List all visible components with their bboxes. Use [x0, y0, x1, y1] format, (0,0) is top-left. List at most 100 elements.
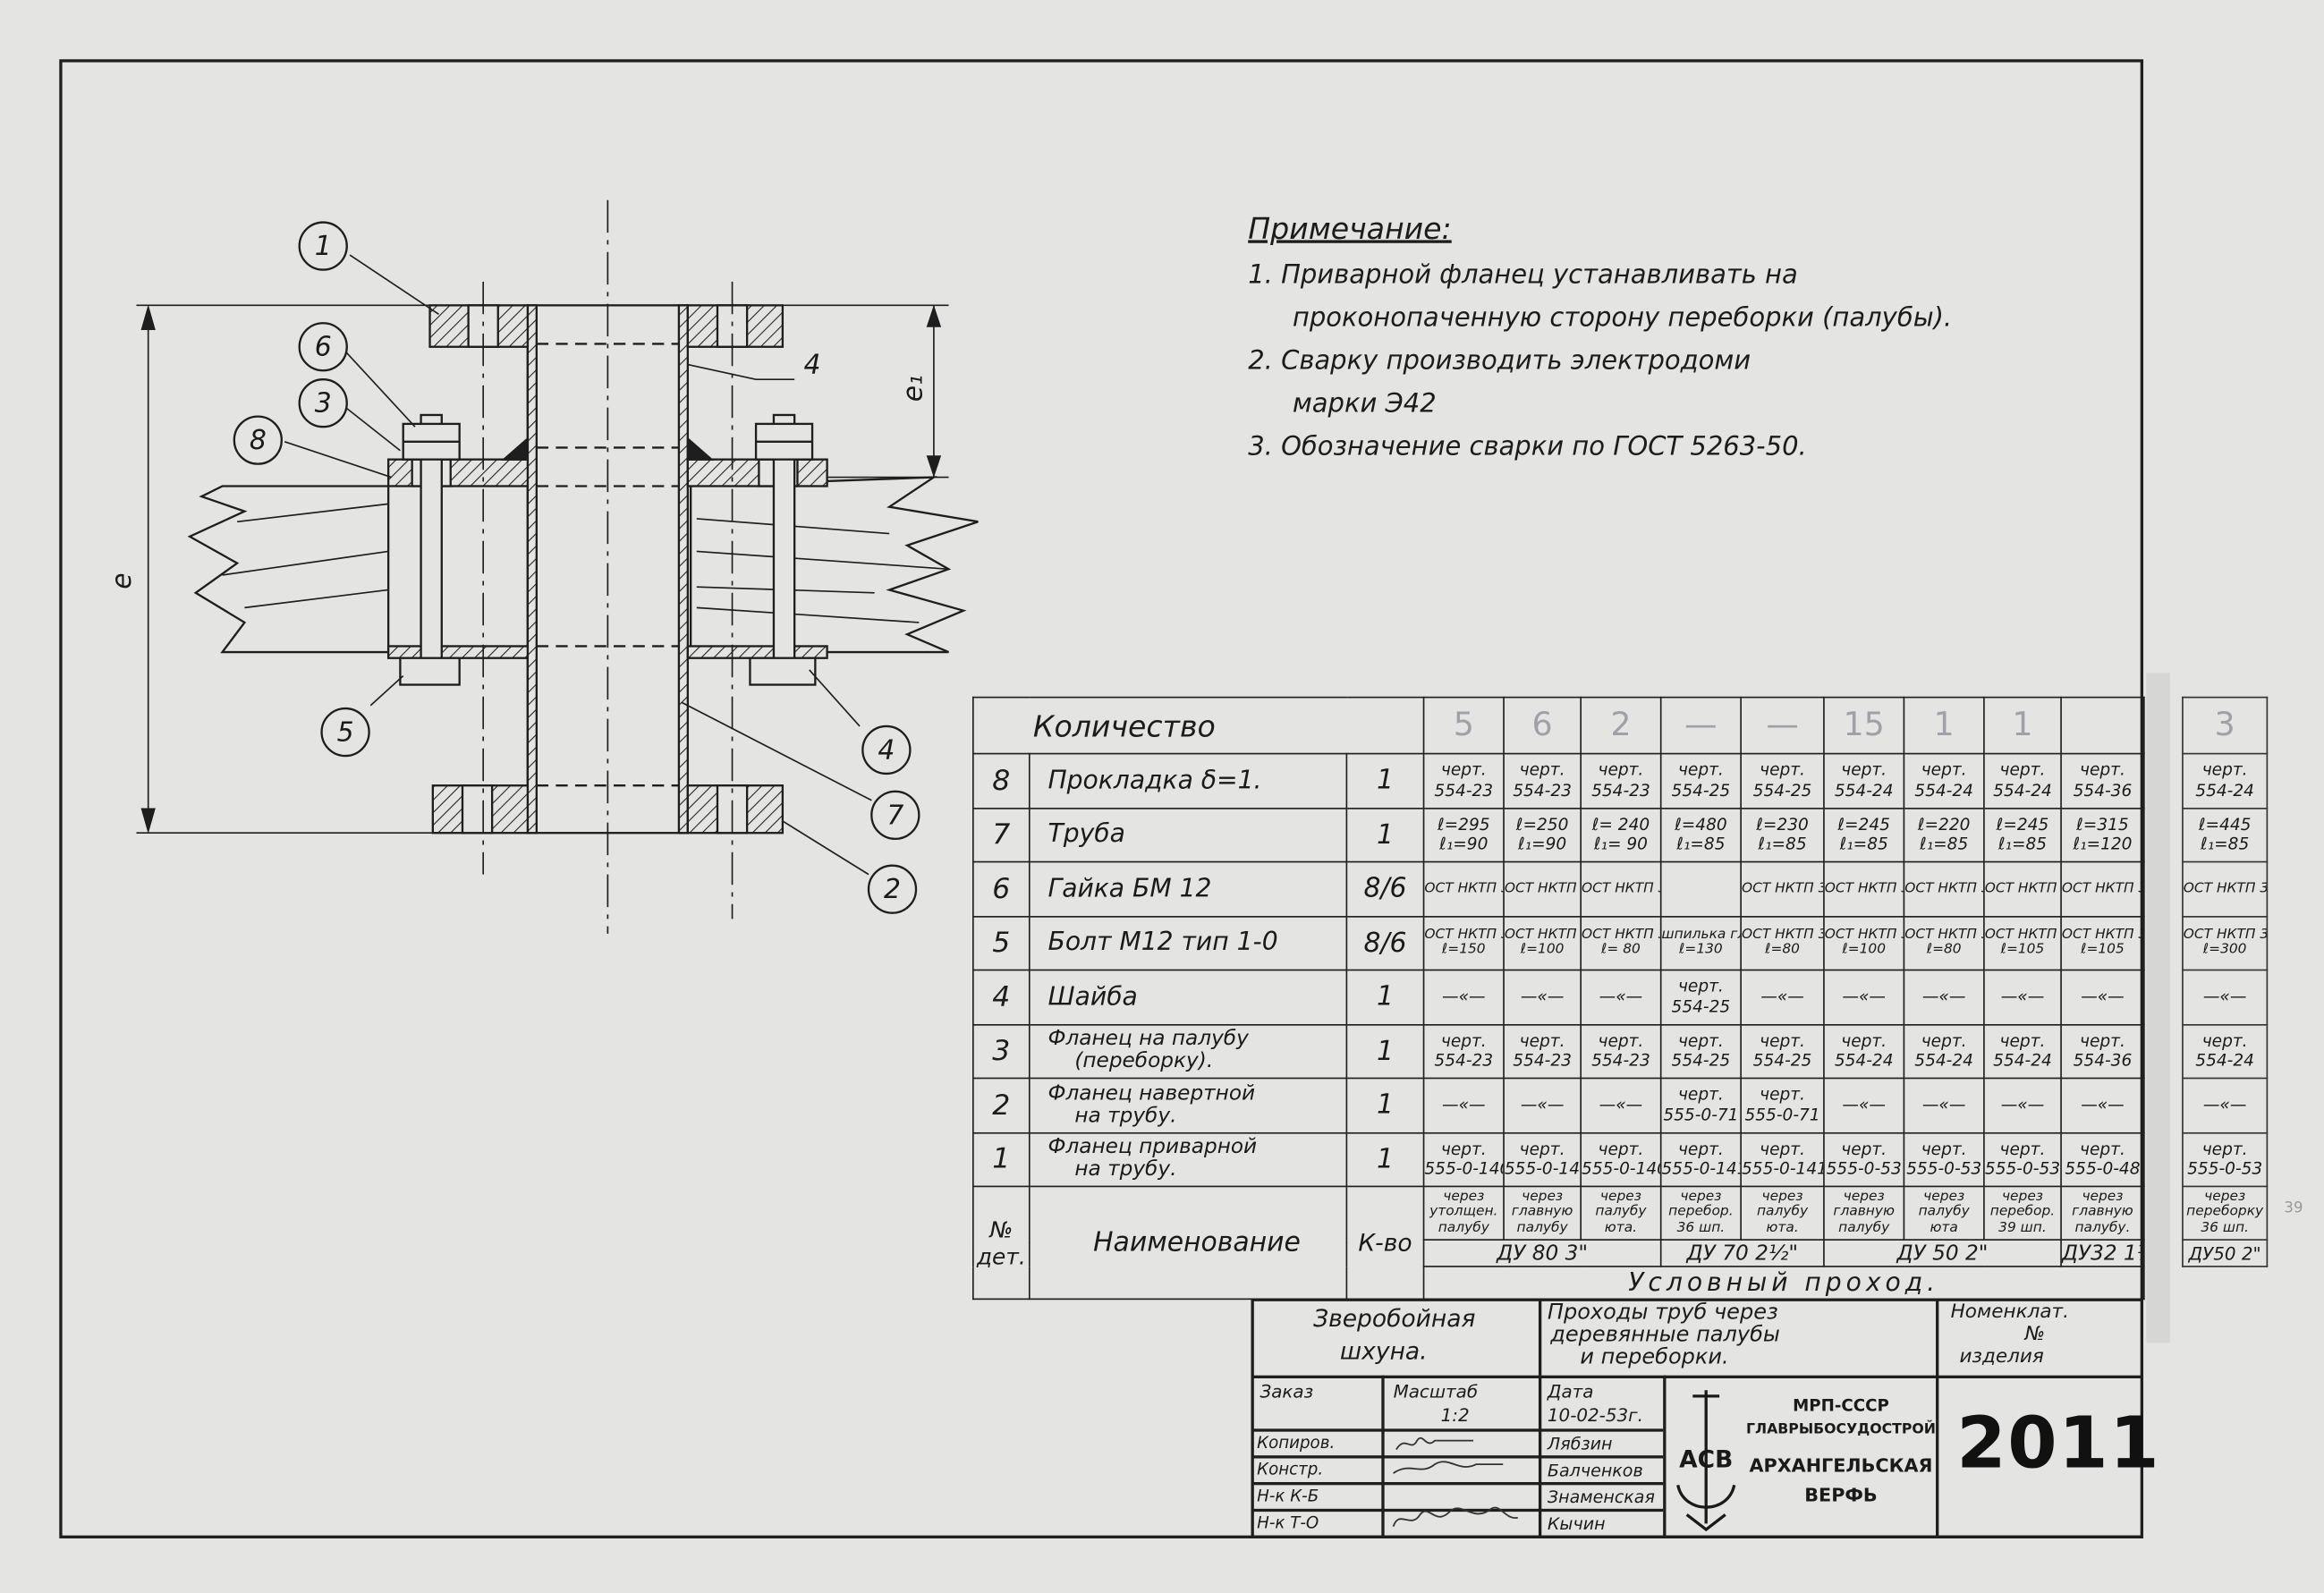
variant-cell: черт.554-24: [1903, 1023, 1985, 1080]
note-line-3: 2. Сварку производить электродоми: [1248, 346, 1751, 377]
cell-line: ℓ₁=85: [1758, 835, 1807, 854]
cell-line: ℓ= 80: [1601, 941, 1641, 958]
cell-line: черт.: [1598, 1030, 1644, 1051]
variant-cell: черт.554-23: [1580, 752, 1662, 809]
cell-line: ℓ=445: [2198, 814, 2252, 835]
quantity-value: [2060, 696, 2145, 755]
wood-deck-section: [187, 485, 390, 654]
variant-cell: черт.554-23: [1422, 752, 1505, 809]
title-line-3: и переборки.: [1580, 1345, 1729, 1370]
variant-cell: черт.555-0-140: [1580, 1131, 1662, 1188]
variant-cell: черт.555-0-71: [1740, 1077, 1825, 1133]
variant-cell: черт.555-0-141: [1659, 1131, 1742, 1188]
callout-3: 3: [315, 388, 332, 419]
cell-line: черт.: [1677, 760, 1724, 780]
cell-line: —«—: [2202, 987, 2247, 1007]
cell-line: черт.: [1760, 760, 1805, 780]
part-number-label: № дет.: [971, 1185, 1031, 1301]
quantity-value: —: [1659, 696, 1742, 755]
cell-line: 554-24: [2195, 1051, 2254, 1071]
variant-cell: черт.554-25: [1740, 1023, 1825, 1080]
nomenclature-line-3: изделия: [1959, 1345, 2044, 1368]
date-label: Дата: [1547, 1381, 1594, 1402]
cell-line: 555-0-140: [1504, 1159, 1580, 1179]
cell-line: ℓ=230: [1756, 814, 1809, 835]
org-shipyard: ВЕРФЬ: [1804, 1483, 1878, 1506]
variant-cell: черт.554-25: [1659, 969, 1742, 1025]
note-line-2: проконопаченную сторону переборки (палуб…: [1292, 303, 1953, 334]
variant-cell: черт.554-36: [2060, 1023, 2145, 1080]
cell-line: черт.: [1519, 760, 1565, 780]
cell-line: 554-23: [1591, 1051, 1650, 1071]
cell-line: 554-25: [1671, 996, 1731, 1017]
name-head-to: Кычин: [1547, 1513, 1606, 1534]
cell-line: утолщен.: [1429, 1203, 1498, 1221]
extra-cell: черт.554-24: [2182, 1023, 2269, 1080]
cell-line: черт.: [1519, 1139, 1565, 1159]
part-number: 6: [971, 860, 1031, 917]
cell-line: ℓ=80: [1926, 941, 1962, 958]
cell-line: палубу: [1756, 1203, 1809, 1221]
part-number: 5: [971, 915, 1031, 971]
cell-line: —«—: [2000, 987, 2045, 1007]
cell-line: ℓ₁=90: [1439, 835, 1489, 854]
cell-line: 555-0-53: [1906, 1159, 1982, 1179]
quantity-value: 1: [1903, 696, 1985, 755]
cell-line: 555-0-140: [1424, 1159, 1505, 1179]
cell-line: 36 шп.: [1676, 1219, 1726, 1236]
quantity-value: —: [1740, 696, 1825, 755]
paper-overlap-strip: [2146, 673, 2170, 1343]
scale-label: Масштаб: [1393, 1381, 1479, 1402]
title-block: Зверобойная шхуна. Проходы труб через де…: [1251, 1298, 2159, 1538]
callout-4: 4: [878, 734, 895, 766]
drawing-number: 2011: [1956, 1402, 2161, 1486]
variant-cell: ОСТ НКТП 3522ℓ= 80: [1580, 915, 1662, 971]
cell-line: ℓ₁=120: [2073, 835, 2133, 854]
variant-cell: ОСТ НКТП 3522ℓ=80: [1740, 915, 1825, 971]
cell-line: 554-24: [1993, 1051, 2052, 1071]
nominal-size-group: ДУ 70 2½": [1659, 1239, 1825, 1267]
part-number: 8: [971, 752, 1031, 809]
cell-line: черт.: [1519, 1030, 1565, 1051]
cell-line: 554-23: [1434, 1051, 1494, 1071]
cell-line: ℓ=100: [1520, 941, 1565, 958]
quantity-header: Количество: [971, 696, 1425, 755]
variant-cell: ОСТ НКТП 3312: [1740, 860, 1825, 917]
cell-line: 36 шп.: [2201, 1219, 2249, 1236]
nominal-passage-label: Условный проход.: [1422, 1266, 2145, 1301]
cell-line: перебор.: [1668, 1203, 1734, 1221]
quantity-value: 1: [1983, 696, 2062, 755]
part-quantity: 8/6: [1345, 860, 1425, 917]
cell-line: ℓ₁= 90: [1593, 835, 1648, 854]
cell-line: —«—: [1599, 1095, 1643, 1115]
nominal-size-group: ДУ32 1¼": [2060, 1239, 2145, 1267]
cell-line: ℓ=295: [1437, 814, 1490, 835]
nomenclature-line-1: Номенклат.: [1950, 1301, 2069, 1324]
role-copier: Копиров.: [1257, 1433, 1336, 1453]
cell-line: черт.: [1921, 1030, 1967, 1051]
quantity-value: 6: [1503, 696, 1582, 755]
variant-cell: —«—: [1983, 969, 2062, 1025]
variant-cell: черт.554-25: [1659, 752, 1742, 809]
cell-line: черт.: [1440, 1139, 1487, 1159]
cell-line: черт.: [1598, 1139, 1644, 1159]
cell-line: —«—: [1599, 987, 1643, 1007]
washer-ref-label: 4: [804, 350, 821, 381]
cell-line: 554-25: [1671, 1051, 1731, 1071]
cell-line: ℓ=100: [1842, 941, 1887, 958]
cell-line: ℓ=130: [1679, 941, 1723, 958]
quantity-value: 15: [1823, 696, 1905, 755]
org-ministry: МРП-СССР: [1793, 1395, 1889, 1416]
cell-line: через: [1680, 1188, 1722, 1205]
part-number: 2: [971, 1077, 1031, 1133]
